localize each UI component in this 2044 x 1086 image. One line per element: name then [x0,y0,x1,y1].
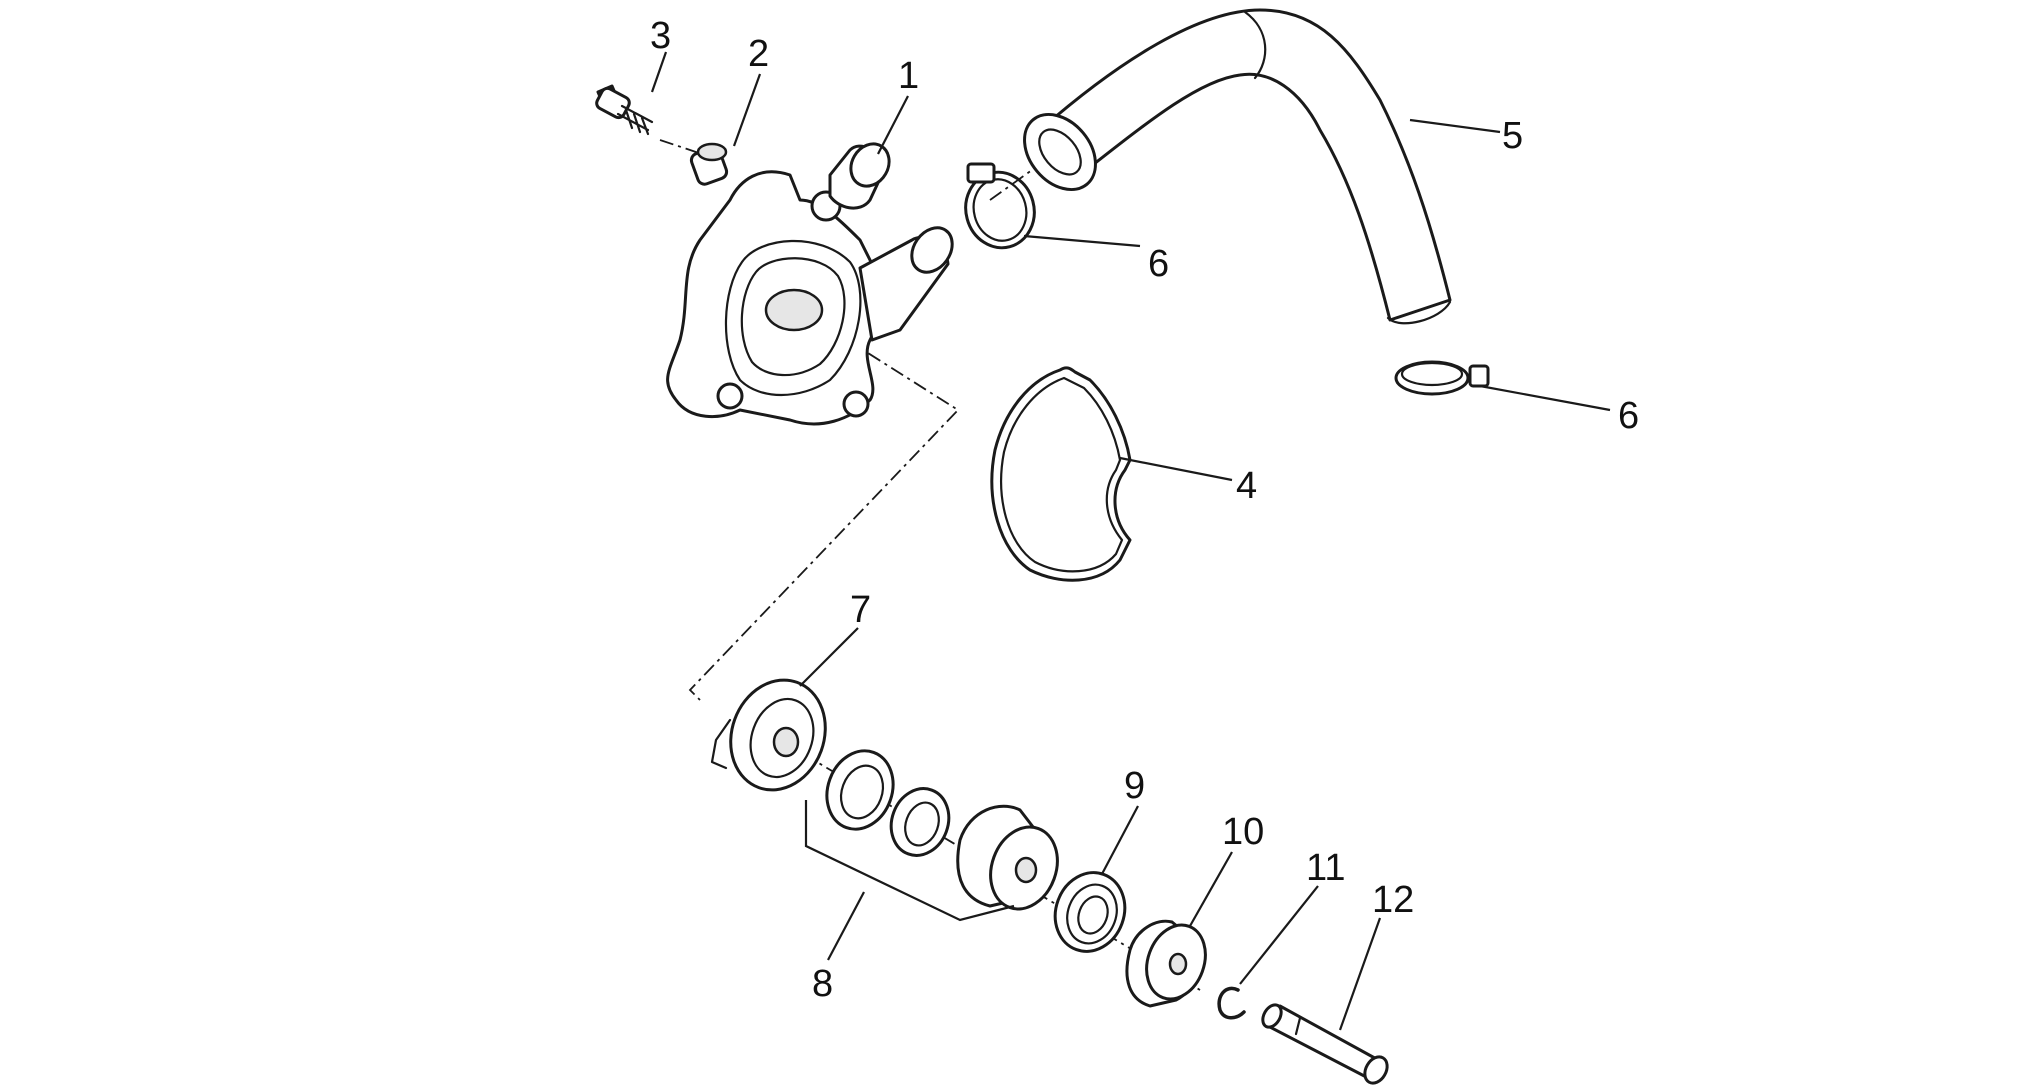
callout-1: 1 [898,55,919,97]
callout-7: 7 [850,589,871,631]
callout-4: 4 [1236,465,1257,507]
callout-labels: 3 2 1 6 5 6 4 7 8 9 10 11 12 [650,15,1639,1005]
cover-gasket[interactable] [990,366,1132,582]
callout-10: 10 [1222,811,1264,853]
callout-2: 2 [748,33,769,75]
callout-3: 3 [650,15,671,57]
spacer[interactable] [1125,917,1215,1008]
hose-clamp-upper[interactable] [957,162,1042,256]
leader-lines [650,51,1611,1031]
coolant-hose[interactable] [1010,8,1452,325]
seal-cup[interactable] [956,804,1069,918]
hose-clamp-lower[interactable] [1394,360,1490,396]
callout-11: 11 [1306,847,1345,889]
callout-12: 12 [1372,879,1414,921]
dowel-sleeve[interactable] [689,142,729,186]
circlip[interactable] [1217,986,1246,1020]
impeller[interactable] [710,667,840,804]
callout-6-lower: 6 [1618,395,1639,437]
pump-shaft[interactable] [1259,1002,1392,1086]
callout-9: 9 [1124,765,1145,807]
callout-6-upper: 6 [1148,243,1169,285]
seal-ring-2[interactable] [882,780,958,863]
pump-cover[interactable] [666,137,961,426]
bolt[interactable] [595,84,654,136]
bearing[interactable] [1044,863,1135,961]
callout-8: 8 [812,963,833,1005]
seal-ring-1[interactable] [816,741,904,838]
callout-5: 5 [1502,115,1523,157]
